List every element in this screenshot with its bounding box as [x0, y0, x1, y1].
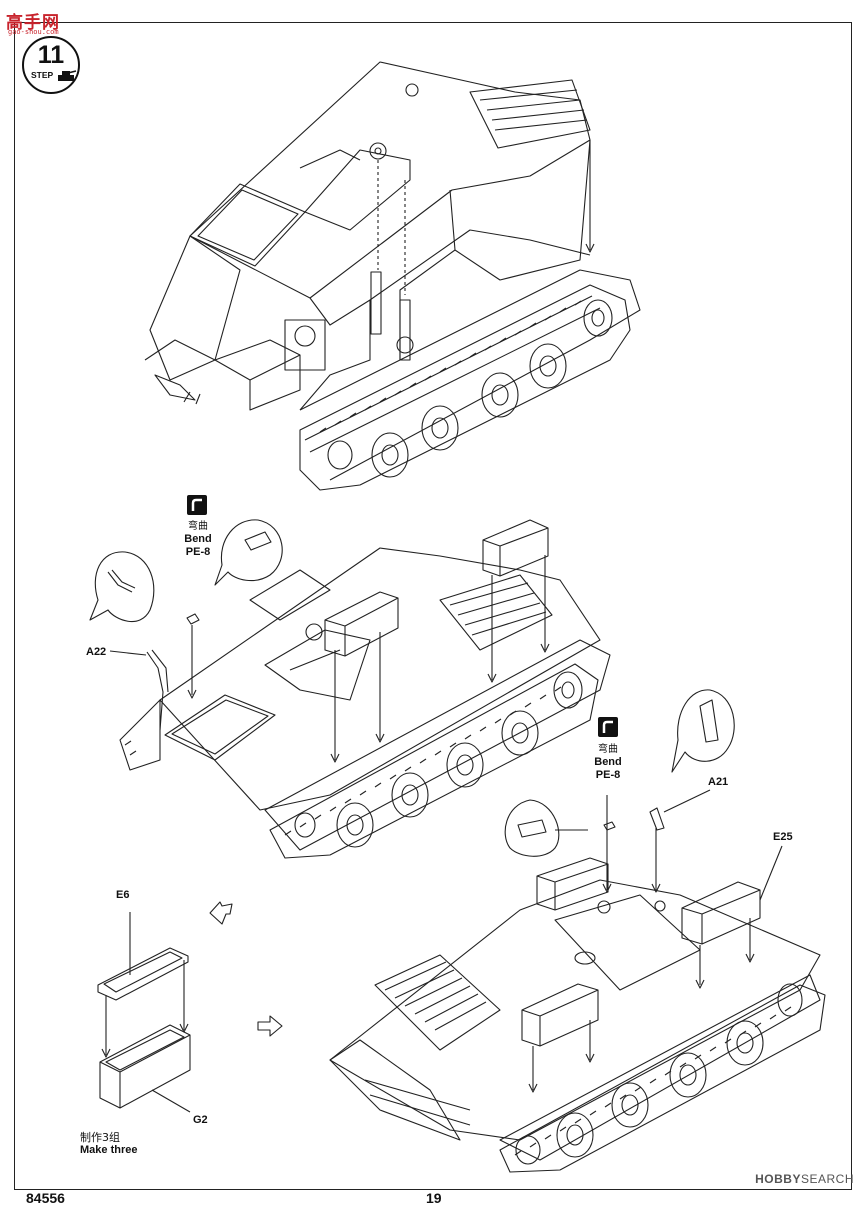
part-label-a22: A22: [86, 646, 107, 658]
process-arrow-2: [257, 1015, 283, 1037]
process-arrow-1: [209, 901, 233, 925]
kit-number: 84556: [26, 1190, 65, 1206]
site-watermark: 高手网 gao-shou.com: [2, 6, 82, 38]
bend-icon: [187, 495, 207, 515]
stowage-box-subassembly: [97, 912, 191, 1113]
part-label-g2: G2: [193, 1114, 208, 1126]
watermark-text: 高手网: [6, 13, 60, 33]
part-label-e25: E25: [773, 831, 793, 843]
step-number: 11: [37, 41, 65, 69]
bend-cn-label: 弯曲: [598, 744, 618, 755]
part-label-e6: E6: [116, 889, 130, 901]
hobbysearch-watermark: HOBBYSEARCH: [755, 1172, 854, 1186]
bend-en-label: Bend: [594, 756, 622, 768]
bottom-vehicle-drawing: [329, 789, 826, 1173]
page-number: 19: [426, 1190, 442, 1206]
middle-vehicle-drawing: [109, 519, 611, 859]
step-word: STEP: [31, 70, 54, 80]
bend-en-label: Bend: [184, 533, 212, 545]
pe8-label: PE-8: [595, 769, 621, 781]
bend-label-top: 弯曲 Bend PE-8: [183, 520, 213, 559]
make-three-en: Make three: [80, 1144, 138, 1156]
make-three-cn: 制作3组: [80, 1131, 120, 1144]
hobbysearch-bold: HOBBY: [755, 1172, 801, 1186]
pe8-label: PE-8: [185, 546, 211, 558]
bend-label-bottom: 弯曲 Bend PE-8: [593, 743, 623, 782]
make-three-note: 制作3组 Make three: [80, 1131, 137, 1157]
part-label-a21: A21: [708, 776, 729, 788]
watermark-subtext: gao-shou.com: [8, 28, 59, 36]
step-badge: 11 STEP: [22, 36, 80, 94]
bend-cn-label: 弯曲: [188, 521, 208, 532]
bend-icon: [598, 717, 618, 737]
detail-bubbles: [89, 519, 735, 857]
hobbysearch-rest: SEARCH: [800, 1172, 854, 1186]
top-vehicle-drawing: [144, 61, 641, 491]
instruction-frame: [14, 22, 852, 1190]
tank-icon: [58, 70, 77, 81]
